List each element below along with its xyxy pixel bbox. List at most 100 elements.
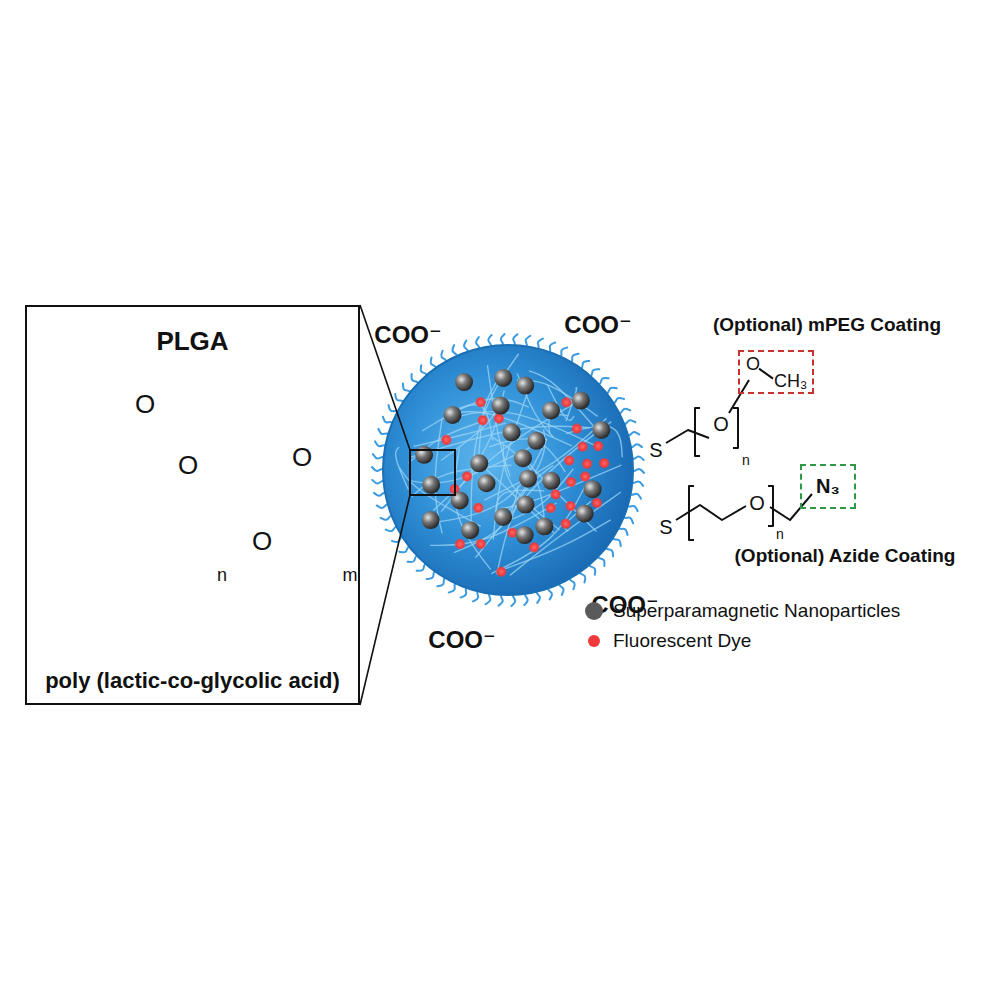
dye-dot: [475, 538, 486, 549]
dye-dot: [545, 502, 556, 513]
box-title: PLGA: [156, 327, 228, 357]
charge-label: COO⁻: [374, 321, 441, 349]
polymer-fiber: [430, 503, 557, 545]
dye-dot: [565, 476, 576, 487]
dye-dot: [475, 397, 486, 408]
dye-dot: [477, 415, 488, 426]
polymer-fibers: [396, 354, 623, 576]
dye-dot: [493, 413, 504, 424]
chem-atom: O: [713, 413, 729, 436]
dye-dot: [560, 518, 571, 529]
magnetic-particle: [516, 526, 534, 544]
magnetic-particle: [517, 496, 535, 514]
zoom-leader: [360, 495, 410, 705]
magnetic-particle: [494, 369, 512, 387]
bond: [676, 505, 746, 520]
magnetic-particle: [535, 517, 553, 535]
polymer-fiber: [396, 447, 409, 489]
chem-atom: O: [292, 443, 312, 473]
coating-label: (Optional) Azide Coating: [735, 545, 956, 567]
bracket: [768, 486, 773, 526]
coating-label: (Optional) mPEG Coating: [713, 314, 941, 336]
dye-dot: [591, 497, 602, 508]
polymer-fiber: [501, 520, 611, 570]
end-group-text: CH₃: [774, 371, 807, 392]
magnetic-particle: [516, 377, 534, 395]
charge-label: COO⁻: [564, 311, 631, 339]
magnetic-particle: [519, 470, 537, 488]
magnetic-particle: [461, 521, 479, 539]
bracket: [695, 408, 700, 456]
dye-dot: [599, 458, 610, 469]
dye-dot: [565, 501, 576, 512]
legend-row: Superparamagnetic Nanoparticles: [585, 596, 900, 626]
magnetic-particle: [444, 406, 462, 424]
dye-dot: [455, 539, 466, 550]
magnetic-particle: [422, 476, 440, 494]
magnetic-particle: [584, 480, 602, 498]
chem-atom: O: [178, 451, 198, 481]
polymer-fiber: [455, 411, 596, 446]
zoom-leaders: [360, 305, 410, 705]
end-group-text: O: [746, 354, 760, 375]
magnetic-particle: [415, 446, 433, 464]
chem-atom: S: [649, 439, 662, 462]
magnetic-particle: [592, 421, 610, 439]
polymer-fiber: [510, 492, 621, 575]
dye-dot: [496, 566, 507, 577]
dye-dot: [462, 471, 473, 482]
magnetic-particle: [572, 392, 590, 410]
dye-dot: [593, 441, 604, 452]
bond: [770, 494, 812, 520]
subscript-index: n: [217, 565, 227, 586]
magnetic-particle: [514, 449, 532, 467]
charge-label: COO⁻: [428, 626, 495, 654]
bracket: [733, 408, 738, 448]
magnetic-particle: [470, 454, 488, 472]
subscript-index: n: [776, 526, 784, 542]
end-group-text: N₃: [816, 475, 840, 498]
chem-atom: O: [749, 492, 765, 515]
dye-dot: [580, 471, 591, 482]
bracket: [689, 486, 694, 540]
legend-text: Superparamagnetic Nanoparticles: [613, 600, 900, 622]
dye-dot: [582, 458, 593, 469]
methoxy-end-group-box: O CH₃: [738, 350, 814, 394]
dye-dot: [473, 502, 484, 513]
surface-chains: [372, 334, 644, 606]
legend-row: Fluorescent Dye: [585, 626, 900, 656]
zoom-square: [410, 450, 455, 495]
azide-chain: [676, 486, 812, 540]
magnetic-particle: [542, 472, 560, 490]
magnetic-particle: [455, 373, 473, 391]
polymer-fiber: [400, 468, 481, 527]
legend: Superparamagnetic NanoparticlesFluoresce…: [585, 596, 900, 656]
bond: [759, 369, 773, 379]
magnetic-particle: [576, 505, 594, 523]
chem-atom: O: [252, 527, 272, 557]
legend-text: Fluorescent Dye: [613, 630, 751, 652]
azide-end-group-box: N₃: [800, 464, 856, 509]
mpeg-chain: [666, 380, 749, 456]
magnetic-particle: [478, 474, 496, 492]
dye-dot: [577, 441, 588, 452]
magnetic-particle: [542, 401, 560, 419]
dye-swatch: [588, 635, 600, 647]
magnetic-particle: [527, 432, 545, 450]
polymer-fiber: [475, 422, 611, 558]
box-caption: poly (lactic-co-glycolic acid): [45, 668, 340, 693]
magnetic-particle: [422, 511, 440, 529]
magnetic-particle: [492, 397, 510, 415]
chem-atom: S: [659, 516, 672, 539]
dye-dot: [571, 423, 582, 434]
nanoparticle: [372, 334, 644, 606]
plga-sphere: [383, 345, 633, 595]
dye-dot: [561, 397, 572, 408]
magnetic-particle: [503, 423, 521, 441]
chem-atom: O: [135, 390, 155, 420]
subscript-index: m: [343, 565, 358, 586]
payload-particles: [415, 369, 610, 577]
dye-dot: [529, 542, 540, 553]
dye-dot: [564, 455, 575, 466]
